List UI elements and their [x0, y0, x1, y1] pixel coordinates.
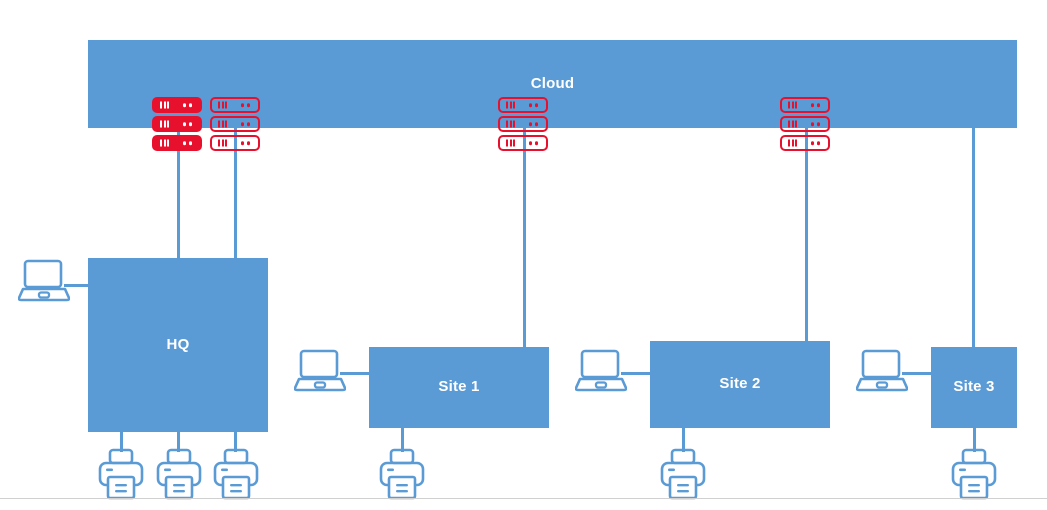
cloud-label: Cloud — [530, 74, 575, 92]
server-unit — [498, 97, 548, 113]
site-box-site1[interactable]: Site 1 — [369, 347, 549, 428]
site-label-site1: Site 1 — [438, 378, 480, 396]
server-unit — [210, 97, 260, 113]
cloud-region[interactable]: Cloud — [88, 40, 1017, 128]
server-bars-icon — [160, 139, 169, 147]
site-label-site2: Site 2 — [719, 375, 761, 393]
server-bars-icon — [506, 101, 515, 109]
connection-line — [523, 128, 526, 347]
server-bars-icon — [506, 120, 515, 128]
connection-line — [234, 432, 237, 452]
connection-line — [401, 428, 404, 452]
server-unit — [210, 116, 260, 132]
server-bars-icon — [218, 139, 227, 147]
server-unit — [498, 116, 548, 132]
connection-line — [805, 128, 808, 341]
server-unit — [152, 97, 202, 113]
printer-icon-hq-printer-2[interactable] — [155, 448, 203, 504]
connection-line — [177, 432, 180, 452]
server-leds-icon — [240, 122, 250, 126]
server-leds-icon — [240, 141, 250, 145]
server-bars-icon — [788, 101, 797, 109]
connection-line — [902, 372, 932, 375]
bottom-divider — [0, 498, 1047, 499]
site-label-site3: Site 3 — [953, 378, 995, 396]
printer-icon-hq-printer-3[interactable] — [212, 448, 260, 504]
server-bars-icon — [788, 120, 797, 128]
laptop-icon-site3-laptop[interactable] — [856, 348, 908, 392]
connection-line — [621, 372, 651, 375]
site-label-hq: HQ — [166, 335, 190, 353]
server-leds-icon — [240, 103, 250, 107]
connection-line — [682, 428, 685, 452]
connection-line — [64, 284, 90, 287]
printer-icon-hq-printer-1[interactable] — [97, 448, 145, 504]
server-leds-icon — [810, 141, 820, 145]
server-leds-icon — [528, 103, 538, 107]
server-unit — [498, 135, 548, 151]
server-bars-icon — [218, 101, 227, 109]
connection-line — [120, 432, 123, 452]
server-unit — [780, 116, 830, 132]
server-unit — [780, 97, 830, 113]
server-unit — [152, 116, 202, 132]
server-bars-icon — [506, 139, 515, 147]
connection-line — [973, 428, 976, 452]
server-stack-icon-site2-server[interactable] — [780, 97, 830, 151]
printer-icon-site3-printer-1[interactable] — [950, 448, 998, 504]
server-bars-icon — [218, 120, 227, 128]
server-leds-icon — [528, 141, 538, 145]
server-leds-icon — [182, 141, 192, 145]
printer-icon-site2-printer-1[interactable] — [659, 448, 707, 504]
site-box-hq[interactable]: HQ — [88, 258, 268, 432]
connection-line — [234, 128, 237, 258]
site-box-site2[interactable]: Site 2 — [650, 341, 830, 428]
site-box-site3[interactable]: Site 3 — [931, 347, 1017, 428]
server-stack-icon-hq-server-primary[interactable] — [152, 97, 202, 151]
laptop-icon-site1-laptop[interactable] — [294, 348, 346, 392]
server-leds-icon — [810, 122, 820, 126]
server-stack-icon-hq-server-secondary[interactable] — [210, 97, 260, 151]
server-leds-icon — [182, 122, 192, 126]
server-leds-icon — [810, 103, 820, 107]
laptop-icon-hq-laptop[interactable] — [18, 258, 70, 302]
connection-line — [340, 372, 370, 375]
server-bars-icon — [160, 120, 169, 128]
server-bars-icon — [788, 139, 797, 147]
server-leds-icon — [182, 103, 192, 107]
connection-line — [972, 128, 975, 347]
server-unit — [210, 135, 260, 151]
printer-icon-site1-printer-1[interactable] — [378, 448, 426, 504]
server-bars-icon — [160, 101, 169, 109]
connection-line — [177, 128, 180, 258]
server-leds-icon — [528, 122, 538, 126]
laptop-icon-site2-laptop[interactable] — [575, 348, 627, 392]
server-unit — [152, 135, 202, 151]
server-unit — [780, 135, 830, 151]
server-stack-icon-site1-server[interactable] — [498, 97, 548, 151]
